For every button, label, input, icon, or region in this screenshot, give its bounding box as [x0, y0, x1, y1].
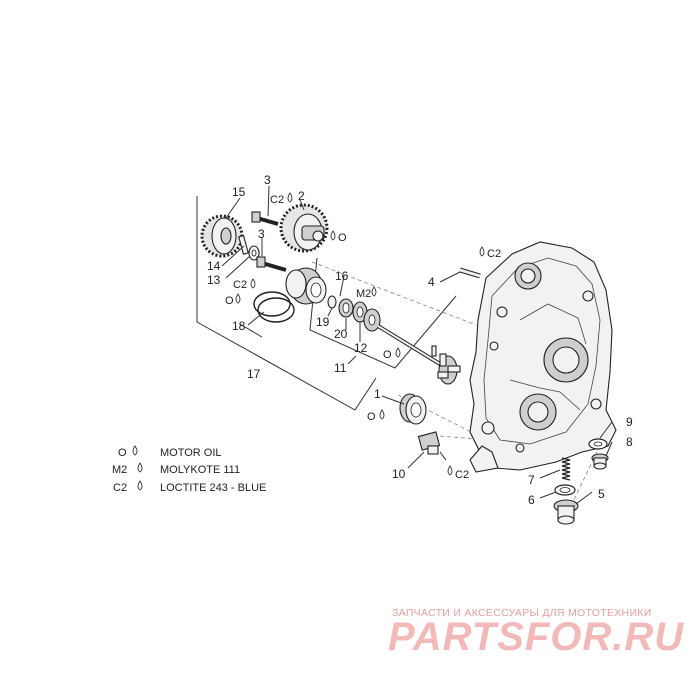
drop-icon: [447, 465, 453, 476]
drop-icon: [250, 278, 256, 289]
drop-icon: [371, 286, 377, 297]
symbol-o-shaft: O: [383, 349, 392, 361]
drop-icon: [137, 480, 143, 491]
part-1-oil-seal: [399, 393, 427, 425]
watermark-logo: PARTSFOR.RU: [388, 615, 684, 659]
part-2-gear: [279, 203, 329, 253]
part-7-spring: [561, 457, 571, 481]
part-19-ring: [327, 295, 337, 309]
callout-2: 2: [298, 189, 305, 203]
oil-pump-body: [285, 267, 327, 305]
part-4-stud: [459, 267, 481, 279]
drop-icon: [379, 409, 385, 420]
symbol-o-gear: O: [338, 232, 347, 244]
callout-13: 13: [207, 273, 221, 287]
part-9-washer: [588, 438, 608, 450]
watermark: ЗАПЧАСТИ И АКСЕССУАРЫ ДЛЯ МОТОТЕХНИКИ PA…: [388, 607, 684, 659]
callout-20: 20: [334, 327, 348, 341]
part-16-bearing: [363, 308, 381, 332]
drop-icon: [235, 293, 241, 304]
drop-icon: [395, 347, 401, 358]
drop-icon: [137, 462, 143, 473]
part-3-bolt-upper: [251, 211, 279, 226]
callout-17: 17: [247, 367, 261, 381]
legend-label-loctite: LOCTITE 243 - BLUE: [160, 482, 266, 494]
callout-8: 8: [626, 435, 633, 449]
legend-label-motor-oil: MOTOR OIL: [160, 447, 222, 459]
part-3-bolt-lower: [256, 256, 287, 272]
drop-icon: [479, 246, 485, 257]
drop-icon: [287, 192, 293, 203]
part-14-pin: [238, 234, 249, 255]
symbol-o-seal: O: [367, 411, 376, 423]
callout-4: 4: [428, 275, 435, 289]
callout-18: 18: [232, 319, 246, 333]
callout-16: 16: [335, 269, 349, 283]
part-6-washer: [554, 484, 576, 496]
callout-9: 9: [626, 415, 633, 429]
part-15-gear: [200, 214, 244, 258]
leader-lines: [221, 185, 613, 505]
callout-7: 7: [528, 473, 535, 487]
callout-15: 15: [232, 185, 246, 199]
legend-code-loctite: C2: [113, 482, 127, 494]
legend-code-motor-oil: O: [118, 447, 127, 459]
part-18-o-rings: [253, 291, 295, 323]
callout-19: 19: [316, 315, 330, 329]
callout-12: 12: [354, 341, 368, 355]
callout-5: 5: [598, 487, 605, 501]
callout-3-lower: 3: [258, 227, 265, 241]
pump-shaft-impeller: [376, 324, 461, 385]
legend-label-molykote: MOLYKOTE 111: [160, 464, 240, 476]
part-5-plug: [553, 499, 579, 525]
drop-icon: [132, 445, 138, 456]
crankcase-half: [469, 241, 617, 473]
part-8-plug: [591, 453, 609, 470]
symbol-c2-case: C2: [487, 248, 501, 260]
part-10-fitting: [417, 431, 447, 461]
callout-14: 14: [207, 259, 221, 273]
symbol-o-oring: O: [225, 295, 234, 307]
symbol-c2-fitting: C2: [455, 469, 469, 481]
callout-10: 10: [392, 467, 406, 481]
callout-3-upper: 3: [264, 173, 271, 187]
lubricant-legend: O MOTOR OIL M2 MOLYKOTE 111 C2 LOCTITE 2…: [112, 445, 266, 494]
watermark-subtitle: ЗАПЧАСТИ И АКСЕССУАРЫ ДЛЯ МОТОТЕХНИКИ: [392, 607, 652, 619]
part-20-seal: [338, 298, 354, 318]
callout-6: 6: [528, 493, 535, 507]
callout-1: 1: [374, 387, 381, 401]
legend-code-molykote: M2: [112, 464, 127, 476]
part-12-seal: [352, 301, 368, 323]
assembly-bracket-17: [196, 196, 377, 411]
callout-labels: 15 3 2 14 13 3 4 16 18 19 20 12 11 17 1 …: [207, 173, 633, 507]
lubricant-symbols: C2 O C2 O M2 O O C2 C2: [225, 192, 501, 481]
drop-icon: [330, 230, 336, 241]
symbol-m2: M2: [356, 288, 371, 300]
symbol-c2-bolt: C2: [233, 279, 247, 291]
symbol-c2-top: C2: [270, 194, 284, 206]
callout-11: 11: [334, 361, 347, 375]
